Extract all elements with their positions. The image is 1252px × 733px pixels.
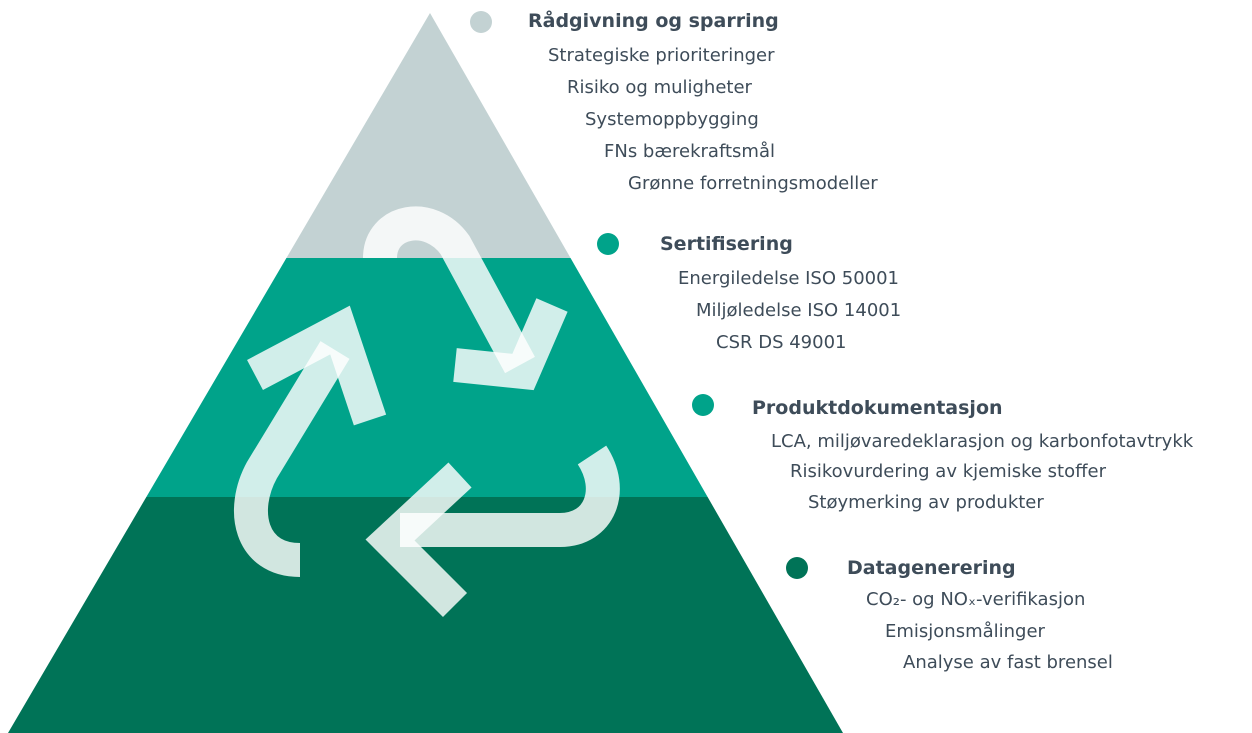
section-title: Datagenerering bbox=[847, 557, 1016, 579]
section-dot bbox=[597, 233, 619, 255]
section-item: Risikovurdering av kjemiske stoffer bbox=[790, 461, 1107, 482]
section-item: Støymerking av produkter bbox=[808, 492, 1044, 513]
section-item: LCA, miljøvaredeklarasjon og karbonfotav… bbox=[771, 431, 1194, 452]
section-item: Systemoppbygging bbox=[585, 109, 759, 130]
section-item: Grønne forretningsmodeller bbox=[628, 173, 878, 194]
section-dot bbox=[470, 11, 492, 33]
section-item: Energiledelse ISO 50001 bbox=[678, 268, 900, 289]
section-item: FNs bærekraftsmål bbox=[604, 141, 775, 162]
section-title: Rådgivning og sparring bbox=[528, 10, 779, 32]
section-title: Sertifisering bbox=[660, 233, 793, 255]
section-item: CO₂- og NOₓ-verifikasjon bbox=[866, 589, 1086, 610]
section-item: Analyse av fast brensel bbox=[903, 652, 1113, 673]
recycle-arrows-icon bbox=[234, 206, 620, 618]
section-item: CSR DS 49001 bbox=[716, 332, 847, 353]
section-dot bbox=[786, 557, 808, 579]
section-item: Strategiske prioriteringer bbox=[548, 45, 775, 66]
section-dot bbox=[692, 394, 714, 416]
section-title: Produktdokumentasjon bbox=[752, 397, 1003, 419]
section-item: Emisjonsmålinger bbox=[885, 621, 1045, 642]
section-item: Miljøledelse ISO 14001 bbox=[696, 300, 902, 321]
section-item: Risiko og muligheter bbox=[567, 77, 752, 98]
pyramid-tier-bottom bbox=[8, 497, 843, 733]
